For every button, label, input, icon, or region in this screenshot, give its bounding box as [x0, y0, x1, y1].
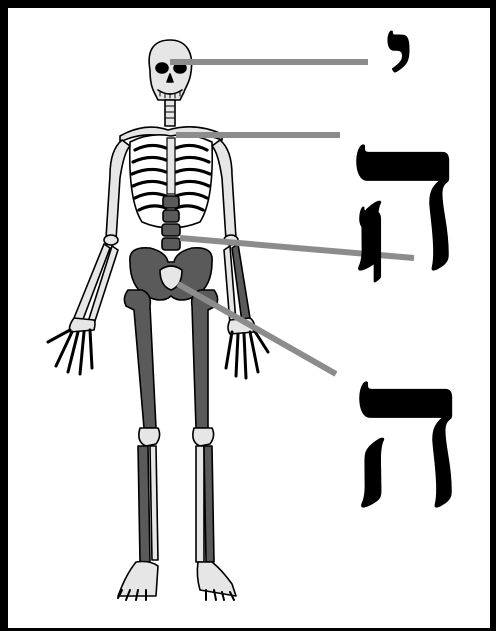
skeleton-figure [48, 40, 268, 600]
letter-vav: ו [358, 163, 391, 313]
right-leg [192, 290, 236, 600]
letter-he-lower: ה [349, 308, 467, 555]
left-arm [48, 140, 130, 374]
right-arm [212, 140, 268, 378]
skull [149, 40, 192, 100]
left-leg [118, 290, 160, 600]
neck-vertebrae [165, 100, 175, 126]
divine-name-letters: י ה ו ה [346, 0, 467, 555]
